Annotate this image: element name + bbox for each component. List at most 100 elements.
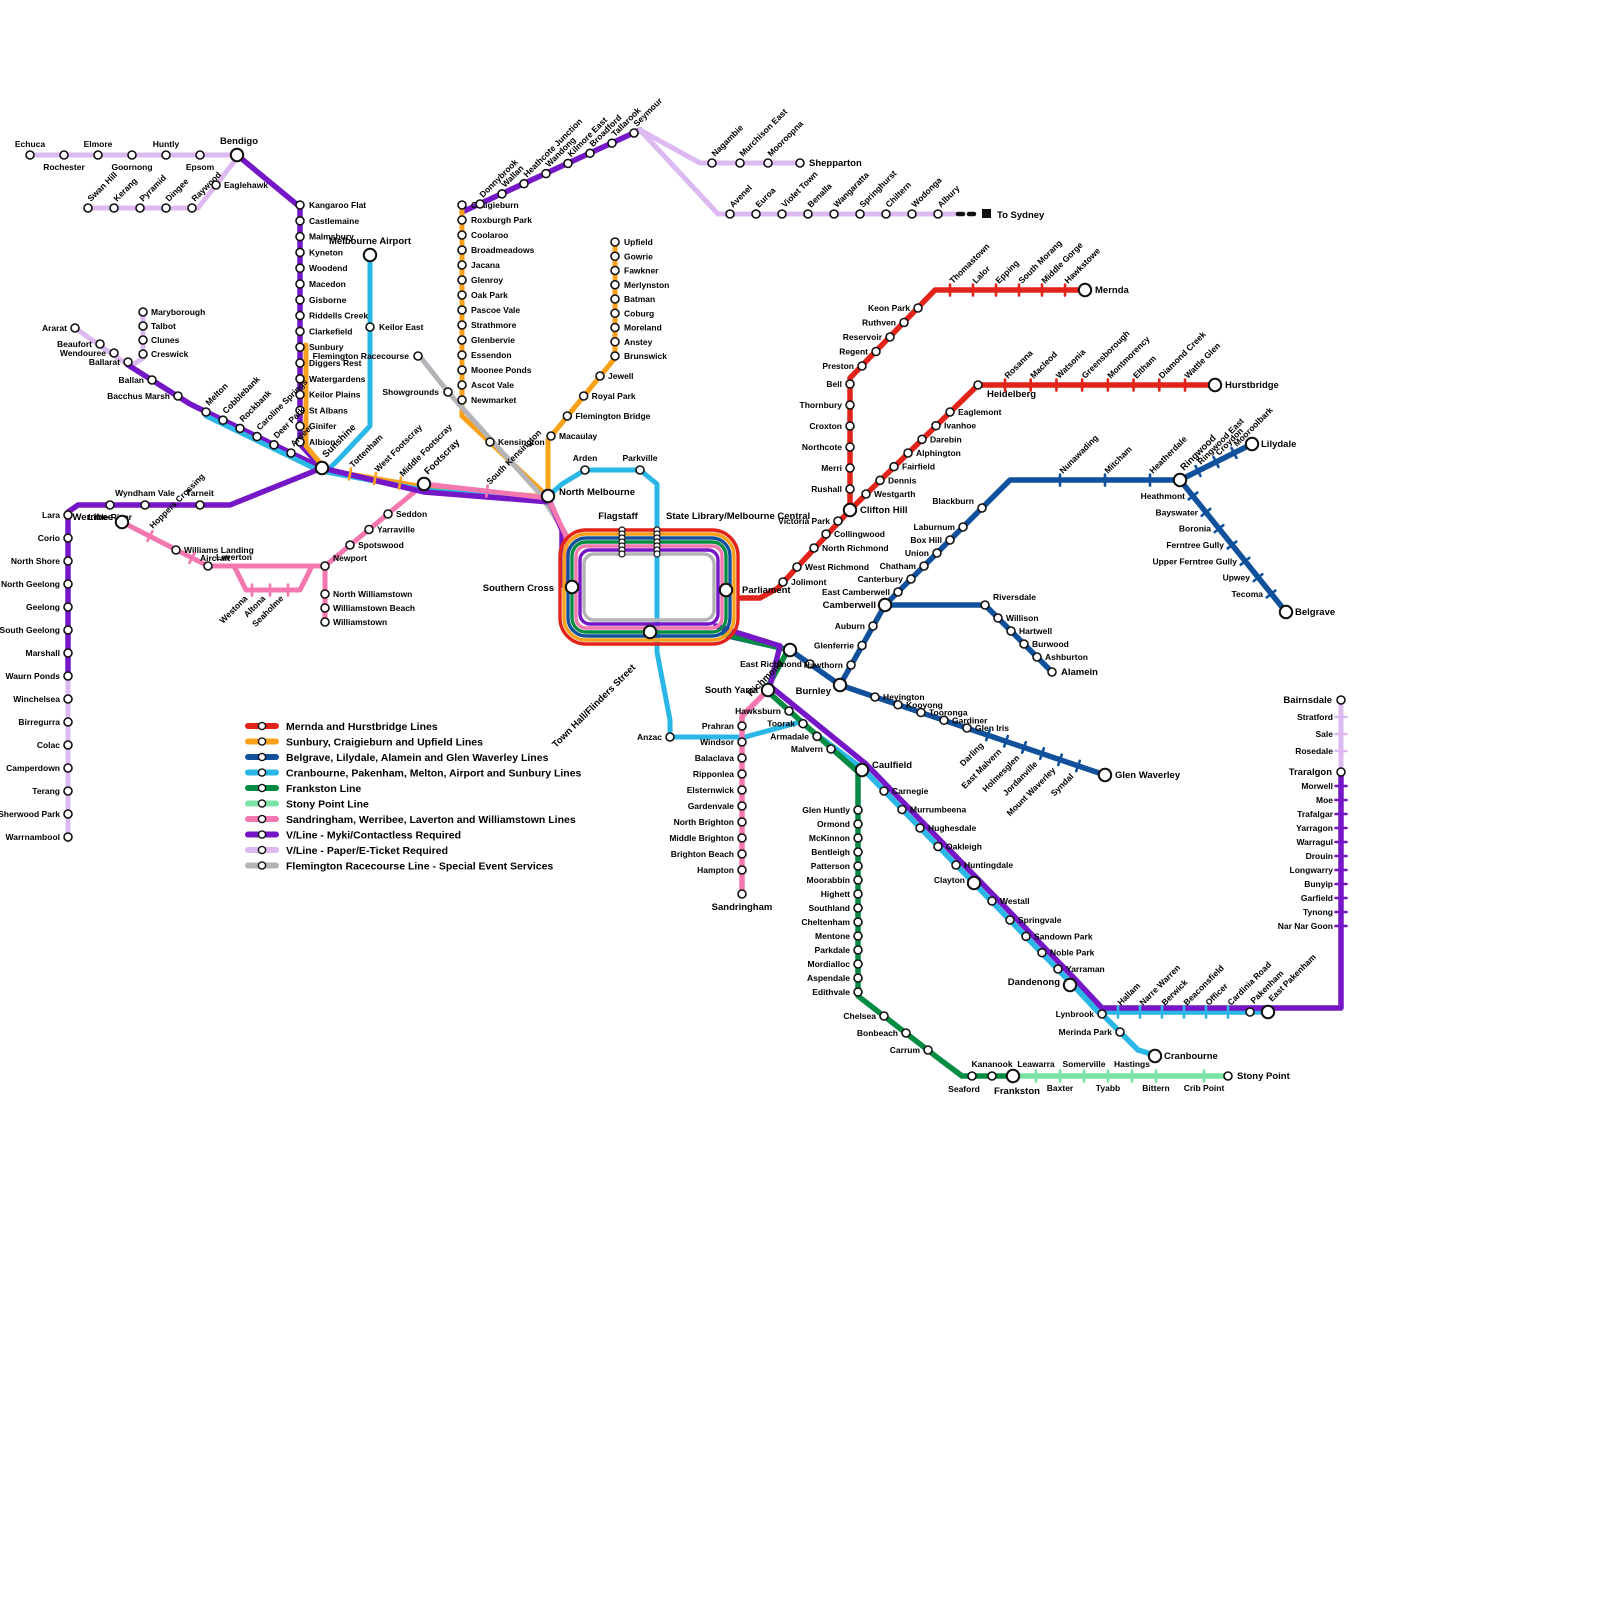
station-parkville	[635, 465, 645, 475]
station-coburg	[610, 308, 620, 319]
label-lilydale: Lilydale	[1261, 439, 1296, 450]
station-mount-waverley	[1056, 753, 1064, 767]
label-boronia: Boronia	[1179, 524, 1211, 534]
label-maryborough: Maryborough	[151, 307, 205, 317]
line-sandringham	[739, 687, 771, 899]
station-gardiner	[939, 715, 949, 726]
station-holmesglen	[1020, 740, 1028, 754]
station-merinda-park	[1115, 1027, 1125, 1037]
label-belgrave: Belgrave	[1295, 607, 1335, 618]
label-ballarat: Ballarat	[89, 357, 120, 367]
label-kananook: Kananook	[971, 1059, 1012, 1069]
label-blackburn: Blackburn	[932, 496, 974, 506]
label-laburnum: Laburnum	[913, 522, 955, 532]
label-heidelberg: Heidelberg	[987, 389, 1036, 400]
station-huntly	[161, 150, 171, 160]
station-laverton	[203, 561, 213, 571]
station-williamstown	[320, 617, 330, 627]
station-preston	[857, 361, 867, 371]
station-pascoe-vale	[457, 305, 467, 315]
station-coolaroo	[457, 230, 467, 240]
label-sale: Sale	[1316, 729, 1334, 739]
label-trafalgar: Trafalgar	[1297, 809, 1334, 819]
label-south-yarra: South Yarra	[705, 685, 759, 696]
label-gisborne: Gisborne	[309, 295, 347, 305]
label-tooronga: Tooronga	[929, 708, 968, 718]
station-tottenham	[347, 467, 353, 481]
station-collingwood	[821, 529, 831, 539]
label-victoria-park: Victoria Park	[778, 516, 830, 526]
station-winchelsea	[63, 694, 73, 704]
label-dandenong: Dandenong	[1008, 977, 1060, 988]
label-mordialloc: Mordialloc	[807, 959, 850, 969]
label-flemington-bridge: Flemington Bridge	[575, 411, 650, 421]
label-clifton-hill: Clifton Hill	[860, 505, 908, 516]
station-little-river	[105, 500, 115, 510]
label-laverton: Laverton	[216, 552, 252, 562]
label-upper-ferntree-gully: Upper Ferntree Gully	[1152, 556, 1237, 566]
line-albury	[637, 127, 958, 217]
label-windsor: Windsor	[700, 737, 735, 747]
station-ascot-vale	[457, 380, 467, 390]
station-heidelberg	[973, 380, 983, 390]
station-bell	[845, 379, 855, 389]
station-mernda	[1077, 282, 1093, 298]
label-glenferrie: Glenferrie	[814, 641, 854, 651]
label-murrumbeena: Murrumbeena	[910, 805, 966, 815]
station-oak-park	[457, 290, 467, 300]
station-sandown-park	[1021, 931, 1031, 942]
station-flemington-racecourse	[413, 351, 423, 361]
station-showgrounds	[443, 387, 453, 397]
station-brighton-beach	[737, 849, 747, 859]
station-birregurra	[63, 717, 73, 727]
station-goornong	[127, 150, 137, 160]
legend-label-green: Frankston Line	[286, 783, 361, 795]
station-westall	[987, 896, 997, 906]
label-avenel: Avenel	[727, 183, 754, 210]
label-tarneit: Tarneit	[186, 488, 214, 498]
label-hawthorn: Hawthorn	[804, 660, 843, 670]
station-springhurst	[855, 209, 865, 219]
station-noble-park	[1037, 947, 1047, 958]
label-gardenvale: Gardenvale	[688, 801, 735, 811]
legend-swatch-dot-ltgreen	[257, 799, 267, 808]
legend-swatch-dot-lavender	[257, 845, 267, 855]
label-tynong: Tynong	[1303, 907, 1333, 917]
label-malmsbury: Malmsbury	[309, 232, 354, 242]
station-clifton-hill	[842, 502, 858, 518]
station-tarneit	[195, 500, 205, 510]
label-carnegie: Carnegie	[892, 786, 929, 796]
label-yarraman: Yarraman	[1066, 964, 1105, 974]
label-merlynston: Merlynston	[624, 280, 669, 290]
label-middle-brighton: Middle Brighton	[669, 833, 734, 843]
label-north-geelong: North Geelong	[1, 579, 60, 589]
station-pakenham	[1245, 1007, 1255, 1017]
station-northcote	[845, 442, 855, 452]
station-strathmore	[457, 320, 467, 330]
station-bacchus-marsh	[173, 391, 183, 401]
label-ferntree-gully: Ferntree Gully	[1166, 540, 1224, 550]
label-euroa: Euroa	[753, 185, 777, 209]
station-southland	[853, 903, 863, 913]
station-riversdale	[980, 600, 990, 610]
label-clarkefield: Clarkefield	[309, 326, 352, 336]
label-wendouree: Wendouree	[60, 348, 106, 358]
station-hurstbridge	[1207, 377, 1223, 393]
station-toorak	[798, 718, 808, 729]
station-lara	[63, 510, 73, 520]
station-mentone	[853, 931, 863, 941]
label-essendon: Essendon	[471, 350, 512, 360]
station-ginifer	[295, 421, 305, 432]
station-richmond	[782, 642, 798, 658]
label-sherwood-park: Sherwood Park	[0, 809, 60, 819]
station-dennis	[875, 475, 885, 486]
label-edithvale: Edithvale	[812, 987, 850, 997]
station-laburnum	[958, 522, 968, 532]
label-nar-nar-goon: Nar Nar Goon	[1278, 921, 1333, 931]
label-jolimont: Jolimont	[791, 577, 827, 587]
station-geelong	[63, 602, 73, 612]
station-anzac	[665, 732, 675, 742]
station-glenroy	[457, 275, 467, 285]
station-north-shore	[63, 556, 73, 566]
station-south-geelong	[63, 625, 73, 635]
